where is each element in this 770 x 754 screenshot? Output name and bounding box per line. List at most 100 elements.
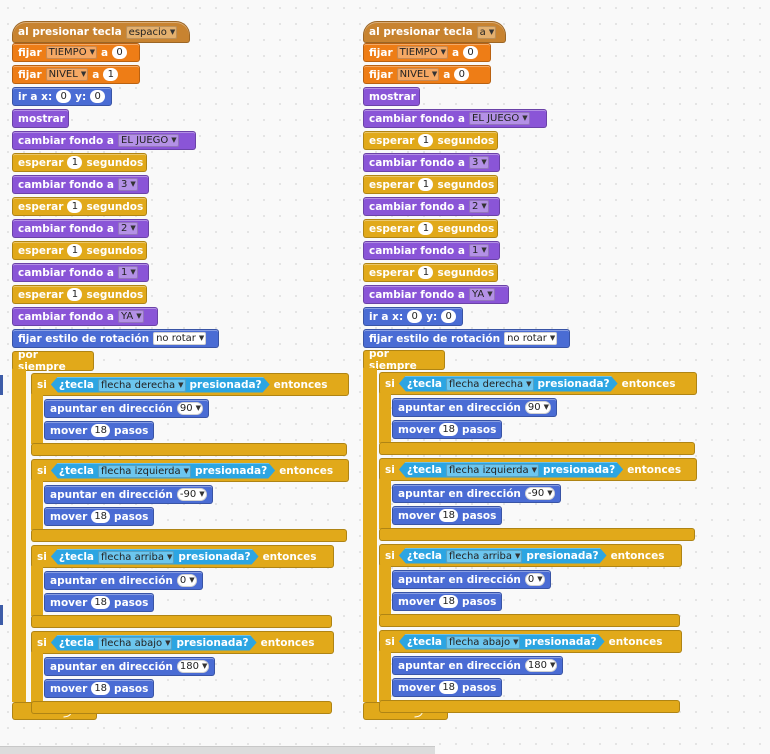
backdrop-dropdown[interactable]: 3▼ xyxy=(118,178,138,191)
key-dropdown[interactable]: flecha abajo▼ xyxy=(98,637,172,650)
key-dropdown[interactable]: flecha derecha▼ xyxy=(98,379,186,392)
seconds-input[interactable]: 1 xyxy=(67,200,83,213)
y-input[interactable]: 0 xyxy=(90,90,106,103)
backdrop-dropdown[interactable]: EL JUEGO▼ xyxy=(118,134,179,147)
direction-dropdown[interactable]: -90▼ xyxy=(176,488,207,501)
seconds-input[interactable]: 1 xyxy=(67,244,83,257)
backdrop-dropdown[interactable]: YA▼ xyxy=(469,288,495,301)
x-input[interactable]: 0 xyxy=(407,310,423,323)
steps-input[interactable]: 18 xyxy=(439,423,459,436)
steps-input[interactable]: 18 xyxy=(91,424,111,437)
seconds-input[interactable]: 1 xyxy=(418,134,434,147)
variable-dropdown[interactable]: NIVEL▼ xyxy=(396,68,440,81)
seconds-input[interactable]: 1 xyxy=(418,266,434,279)
key-dropdown[interactable]: flecha arriba▼ xyxy=(446,550,522,563)
backdrop-dropdown[interactable]: EL JUEGO▼ xyxy=(469,112,530,125)
backdrop-dropdown[interactable]: 1▼ xyxy=(469,244,489,257)
direction-dropdown[interactable]: 180▼ xyxy=(176,660,210,673)
seconds-input[interactable]: 1 xyxy=(418,178,434,191)
direction-dropdown[interactable]: 90▼ xyxy=(176,402,204,415)
y-input[interactable]: 0 xyxy=(441,310,457,323)
rotation-dropdown[interactable]: no rotar▼ xyxy=(153,332,207,345)
steps-input[interactable]: 18 xyxy=(91,510,111,523)
point-direction-block[interactable]: apuntar en dirección-90▼ xyxy=(44,485,213,504)
show-block[interactable]: mostrar xyxy=(363,87,420,106)
backdrop-dropdown[interactable]: 3▼ xyxy=(469,156,489,169)
direction-dropdown[interactable]: 90▼ xyxy=(524,401,552,414)
variable-dropdown[interactable]: TIEMPO▼ xyxy=(396,46,448,59)
direction-dropdown[interactable]: 0▼ xyxy=(524,573,545,586)
point-direction-block[interactable]: apuntar en dirección-90▼ xyxy=(392,484,561,503)
seconds-input[interactable]: 1 xyxy=(67,156,83,169)
forever-block[interactable]: por siempre xyxy=(363,348,445,372)
seconds-input[interactable]: 1 xyxy=(67,288,83,301)
rotation-dropdown[interactable]: no rotar▼ xyxy=(504,332,558,345)
key-dropdown[interactable]: flecha abajo▼ xyxy=(446,636,520,649)
backdrop-dropdown[interactable]: YA▼ xyxy=(118,310,144,323)
direction-dropdown[interactable]: 180▼ xyxy=(524,659,558,672)
steps-input[interactable]: 18 xyxy=(91,596,111,609)
show-block[interactable]: mostrar xyxy=(12,109,69,128)
horizontal-scrollbar[interactable] xyxy=(0,746,435,754)
value-input[interactable]: 0 xyxy=(112,46,128,59)
steps-input[interactable]: 18 xyxy=(439,509,459,522)
key-dropdown[interactable]: flecha izquierda▼ xyxy=(446,464,539,477)
backdrop-dropdown[interactable]: 2▼ xyxy=(118,222,138,235)
steps-input[interactable]: 18 xyxy=(91,682,111,695)
backdrop-dropdown[interactable]: 1▼ xyxy=(118,266,138,279)
key-dropdown[interactable]: flecha derecha▼ xyxy=(446,378,534,391)
variable-dropdown[interactable]: TIEMPO▼ xyxy=(45,46,97,59)
steps-input[interactable]: 18 xyxy=(439,681,459,694)
steps-input[interactable]: 18 xyxy=(439,595,459,608)
value-input[interactable]: 0 xyxy=(463,46,479,59)
key-dropdown[interactable]: flecha izquierda▼ xyxy=(98,465,191,478)
